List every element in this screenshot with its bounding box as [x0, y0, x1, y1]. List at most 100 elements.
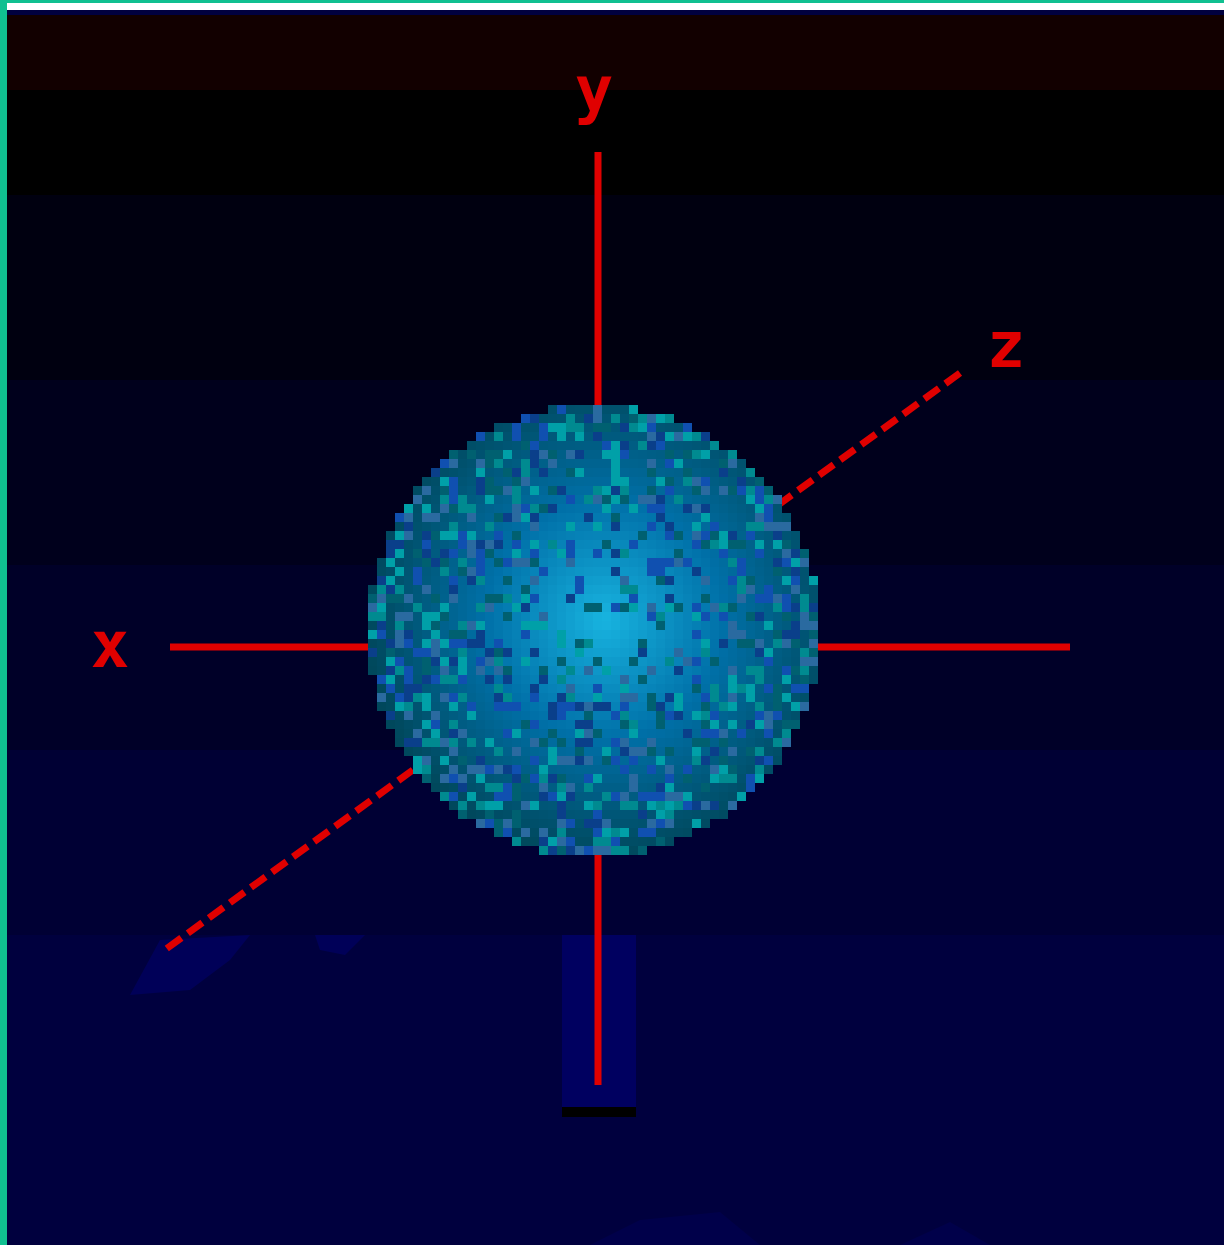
sphere-dither	[647, 828, 656, 837]
sphere-dither	[584, 702, 593, 711]
sphere-dither	[647, 414, 656, 423]
sphere-dither	[404, 747, 413, 756]
sphere-dither	[584, 594, 593, 603]
sphere-dither	[458, 594, 467, 603]
sphere-dither	[467, 630, 476, 639]
sphere-dither	[809, 639, 818, 648]
sphere-dither	[764, 639, 773, 648]
sphere-dither	[512, 828, 521, 837]
sphere-dither	[476, 675, 485, 684]
sphere-dither	[575, 630, 584, 639]
sphere-dither	[458, 540, 467, 549]
sphere-dither	[413, 756, 422, 765]
sphere-dither	[701, 720, 710, 729]
sphere-dither	[764, 693, 773, 702]
sphere-dither	[485, 765, 494, 774]
sphere-dither	[584, 567, 593, 576]
sphere-dither	[539, 567, 548, 576]
sphere-dither	[773, 639, 782, 648]
sphere-dither	[422, 504, 431, 513]
sphere-dither	[746, 729, 755, 738]
sphere-dither	[539, 540, 548, 549]
sphere-dither	[773, 729, 782, 738]
sphere-dither	[611, 522, 620, 531]
sphere-dither	[647, 819, 656, 828]
sphere-dither	[431, 675, 440, 684]
sphere-dither	[737, 783, 746, 792]
sphere-dither	[728, 711, 737, 720]
sphere-dither	[557, 783, 566, 792]
sphere-dither	[611, 630, 620, 639]
sphere-dither	[422, 684, 431, 693]
sphere-dither	[440, 711, 449, 720]
sphere-dither	[422, 738, 431, 747]
sphere-dither	[404, 738, 413, 747]
sphere-dither	[440, 540, 449, 549]
sphere-dither	[584, 819, 593, 828]
sphere-dither	[593, 621, 602, 630]
sphere-dither	[719, 612, 728, 621]
top-edge	[0, 0, 1224, 10]
sphere-dither	[422, 531, 431, 540]
sphere-dither	[728, 504, 737, 513]
sphere-dither	[422, 711, 431, 720]
sphere-dither	[602, 648, 611, 657]
sphere-dither	[728, 657, 737, 666]
sphere-dither	[665, 819, 674, 828]
sphere-dither	[557, 558, 566, 567]
sphere-dither	[620, 720, 629, 729]
sphere-dither	[611, 648, 620, 657]
sphere-dither	[404, 702, 413, 711]
sphere-dither	[800, 666, 809, 675]
sphere-dither	[800, 603, 809, 612]
sphere-dither	[701, 675, 710, 684]
sphere-dither	[683, 549, 692, 558]
sphere-dither	[458, 630, 467, 639]
sphere-dither	[791, 540, 800, 549]
sphere-dither	[647, 522, 656, 531]
sphere-dither	[701, 792, 710, 801]
sphere-dither	[629, 819, 638, 828]
sphere-dither	[764, 729, 773, 738]
sphere-dither	[530, 486, 539, 495]
sphere-dither	[503, 702, 512, 711]
sphere-dither	[665, 792, 674, 801]
sphere-dither	[503, 666, 512, 675]
sphere-dither	[647, 639, 656, 648]
sphere-dither	[665, 774, 674, 783]
sphere-dither	[611, 459, 620, 468]
sphere-dither	[701, 585, 710, 594]
sphere-dither	[458, 648, 467, 657]
sphere-dither	[737, 711, 746, 720]
sphere-dither	[620, 576, 629, 585]
sphere-dither	[503, 423, 512, 432]
sphere-dither	[629, 486, 638, 495]
sphere-dither	[665, 666, 674, 675]
sphere-dither	[647, 612, 656, 621]
sphere-dither	[656, 810, 665, 819]
sphere-dither	[692, 792, 701, 801]
sphere-dither	[476, 540, 485, 549]
sphere-dither	[710, 756, 719, 765]
sphere-dither	[791, 630, 800, 639]
sphere-dither	[656, 450, 665, 459]
sphere-dither	[485, 639, 494, 648]
sphere-dither	[764, 576, 773, 585]
sphere-dither	[449, 684, 458, 693]
sphere-dither	[665, 531, 674, 540]
sphere-dither	[584, 414, 593, 423]
sphere-dither	[521, 603, 530, 612]
sphere-dither	[611, 603, 620, 612]
sphere-dither	[773, 513, 782, 522]
sphere-dither	[539, 450, 548, 459]
sphere-dither	[629, 648, 638, 657]
sphere-dither	[566, 531, 575, 540]
sphere-dither	[476, 522, 485, 531]
sphere-dither	[539, 765, 548, 774]
sphere-dither	[395, 594, 404, 603]
sphere-dither	[638, 792, 647, 801]
sphere-dither	[638, 648, 647, 657]
sphere-dither	[431, 657, 440, 666]
sphere-dither	[575, 567, 584, 576]
sphere-dither	[512, 666, 521, 675]
